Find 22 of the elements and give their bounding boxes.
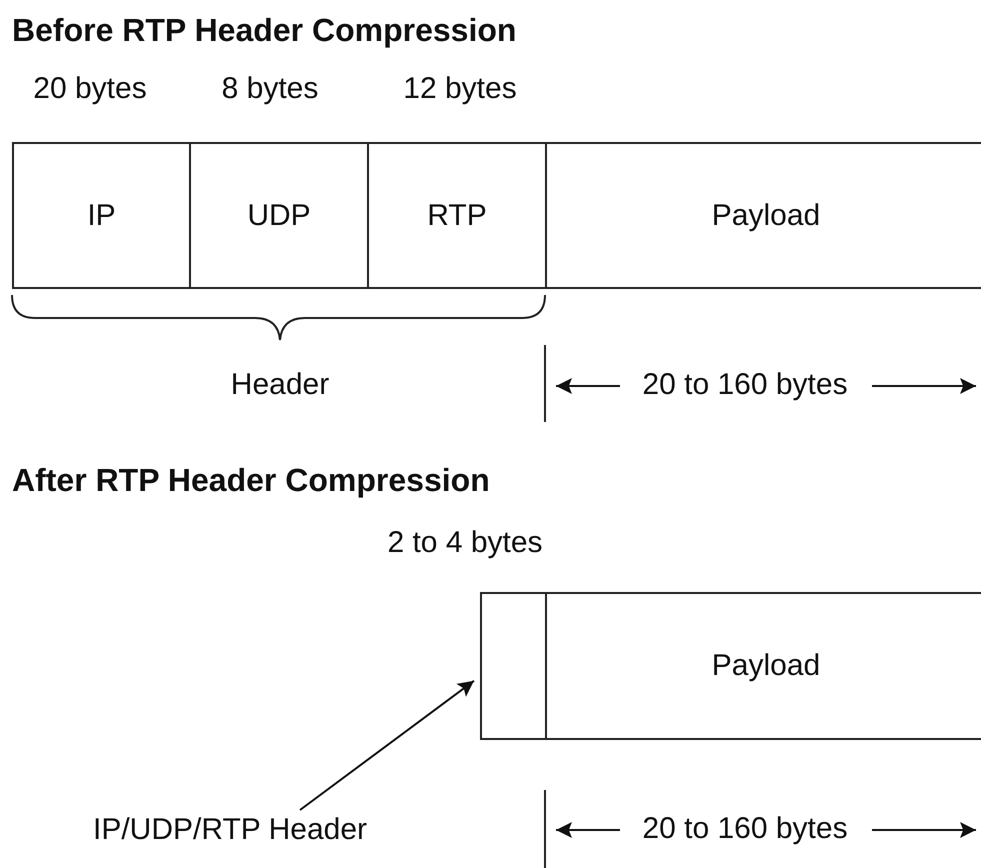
size-label: 2 to 4 bytes <box>387 526 543 560</box>
field-label: IP <box>87 198 116 232</box>
section-title: Before RTP Header Compression <box>12 12 516 49</box>
dimension-label: 20 to 160 bytes <box>642 368 848 402</box>
size-label: 8 bytes <box>222 72 318 106</box>
empty-field-box <box>480 592 547 740</box>
payload-field <box>545 592 981 740</box>
field-label: UDP <box>247 198 311 232</box>
section-title: After RTP Header Compression <box>12 462 490 499</box>
size-label: 20 bytes <box>33 72 147 106</box>
leader-line <box>299 680 475 811</box>
size-label: 12 bytes <box>403 72 517 106</box>
header-field <box>12 142 191 289</box>
header-field <box>189 142 369 289</box>
field-label: Payload <box>712 649 820 683</box>
dimension-label: 20 to 160 bytes <box>642 812 848 846</box>
leader-caption: IP/UDP/RTP Header <box>93 813 367 847</box>
header-field <box>367 142 547 289</box>
field-label: RTP <box>427 198 487 232</box>
payload-field <box>545 142 981 289</box>
field-label: Payload <box>712 198 820 232</box>
brace-label: Header <box>230 368 330 402</box>
